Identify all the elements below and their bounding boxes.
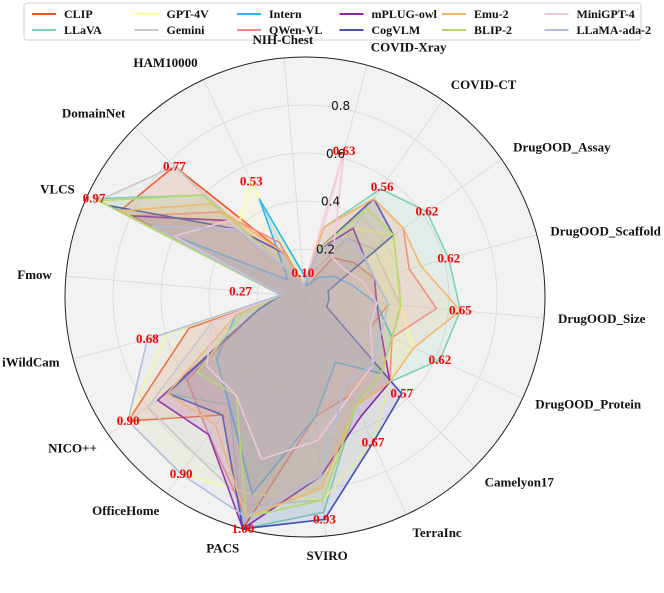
- legend-item-intern: Intern: [237, 7, 302, 21]
- axis-label-domainnet: DomainNet: [62, 105, 126, 120]
- max-label-iwildcam: 0.68: [136, 331, 159, 346]
- max-label-covid-xray: 0.63: [333, 143, 356, 158]
- legend-item-llama-ada-2: LLaMA-ada-2: [544, 23, 652, 37]
- max-label-camelyon17: 0.57: [390, 386, 413, 401]
- axis-label-covid-ct: COVID-CT: [451, 77, 517, 92]
- max-label-pacs: 1.00: [232, 521, 255, 536]
- legend-item-emu-2: Emu-2: [442, 7, 509, 21]
- series-llava: [93, 188, 462, 530]
- legend-label: Gemini: [167, 23, 206, 37]
- legend-box: [23, 2, 642, 41]
- axis-label-covid-xray: COVID-Xray: [371, 40, 447, 55]
- axis-label-fmow: Fmow: [17, 267, 52, 282]
- axis-label-ham10000: HAM10000: [133, 55, 197, 70]
- radial-tick-label: 0.6: [326, 147, 345, 161]
- legend-item-llava: LLaVA: [32, 23, 102, 37]
- axis-label-sviro: SVIRO: [307, 548, 348, 563]
- axis-label-nih-chest: NIH-Chest: [253, 32, 314, 47]
- grid-spoke-pacs: [242, 296, 306, 529]
- legend-label: GPT-4V: [167, 7, 210, 21]
- legend-item-gemini: Gemini: [134, 23, 206, 37]
- axis-label-iwildcam: iWildCam: [2, 355, 60, 370]
- grid-spoke-fmow: [65, 275, 306, 298]
- legend-item-gpt-4v: GPT-4V: [134, 7, 210, 21]
- axis-label-drugood-protein: DrugOOD_Protein: [535, 396, 642, 411]
- max-label-drugood-scaffold: 0.62: [437, 250, 460, 265]
- grid-circle-1: [256, 248, 354, 346]
- legend-item-blip-2: BLIP-2: [442, 23, 512, 37]
- grid-circle-4: [112, 104, 498, 490]
- legend-label: LLaVA: [64, 23, 102, 37]
- legend-label: MiniGPT-4: [577, 7, 635, 21]
- axis-label-drugood-scaffold: DrugOOD_Scaffold: [550, 223, 661, 238]
- legend-label: mPLUG-owl: [372, 7, 438, 21]
- axis-label-drugood-assay: DrugOOD_Assay: [513, 139, 611, 154]
- max-label-drugood-size: 0.65: [449, 303, 472, 318]
- radial-tick-label: 0.8: [331, 99, 350, 113]
- axis-label-nico: NICO++: [48, 441, 97, 456]
- legend-label: Intern: [269, 7, 302, 21]
- max-label-nih-chest: 0.10: [292, 265, 315, 280]
- legend-label: LLaMA-ada-2: [577, 23, 652, 37]
- axis-label-terrainc: TerraInc: [412, 525, 462, 540]
- grid-spoke-drugood-size: [304, 296, 545, 319]
- axis-label-camelyon17: Camelyon17: [485, 475, 555, 490]
- axis-label-vlcs: VLCS: [40, 182, 75, 197]
- legend-label: Emu-2: [474, 7, 509, 21]
- max-label-drugood-assay: 0.62: [416, 204, 439, 219]
- axis-label-pacs: PACS: [206, 540, 239, 555]
- max-label-ham10000: 0.53: [240, 174, 263, 189]
- legend-item-minigpt-4: MiniGPT-4: [544, 7, 635, 21]
- legend-item-clip: CLIP: [32, 7, 93, 21]
- max-label-officehome: 0.90: [170, 466, 193, 481]
- grid-spoke-nih-chest: [283, 57, 306, 298]
- legend-item-cogvlm: CogVLM: [339, 23, 421, 37]
- legend-label: CogVLM: [372, 23, 421, 37]
- max-label-drugood-protein: 0.62: [428, 352, 451, 367]
- max-label-fmow: 0.27: [229, 283, 252, 298]
- series-blip-2: [97, 194, 402, 519]
- radial-tick-label: 0.4: [321, 195, 340, 209]
- max-label-vlcs: 0.97: [83, 191, 106, 206]
- radial-tick-label: 0.2: [316, 242, 335, 256]
- series-llama-ada-2: [127, 225, 390, 519]
- grid-spoke-covid-xray: [304, 65, 368, 298]
- legend-label: BLIP-2: [474, 23, 512, 37]
- legend-label: CLIP: [64, 7, 93, 21]
- max-label-terrainc: 0.67: [362, 435, 385, 450]
- grid-circle-2: [208, 200, 402, 394]
- axis-label-officehome: OfficeHome: [92, 503, 159, 518]
- max-label-covid-ct: 0.56: [371, 179, 394, 194]
- max-label-sviro: 0.93: [313, 511, 336, 526]
- legend-label: QWen-VL: [269, 23, 322, 37]
- axis-label-drugood-size: DrugOOD_Size: [558, 311, 646, 326]
- legend-item-mplug-owl: mPLUG-owl: [339, 7, 438, 21]
- max-label-nico: 0.90: [117, 413, 140, 428]
- outer-frame: [64, 56, 546, 538]
- legend-item-qwen-vl: QWen-VL: [237, 23, 322, 37]
- max-label-domainnet: 0.77: [163, 158, 186, 173]
